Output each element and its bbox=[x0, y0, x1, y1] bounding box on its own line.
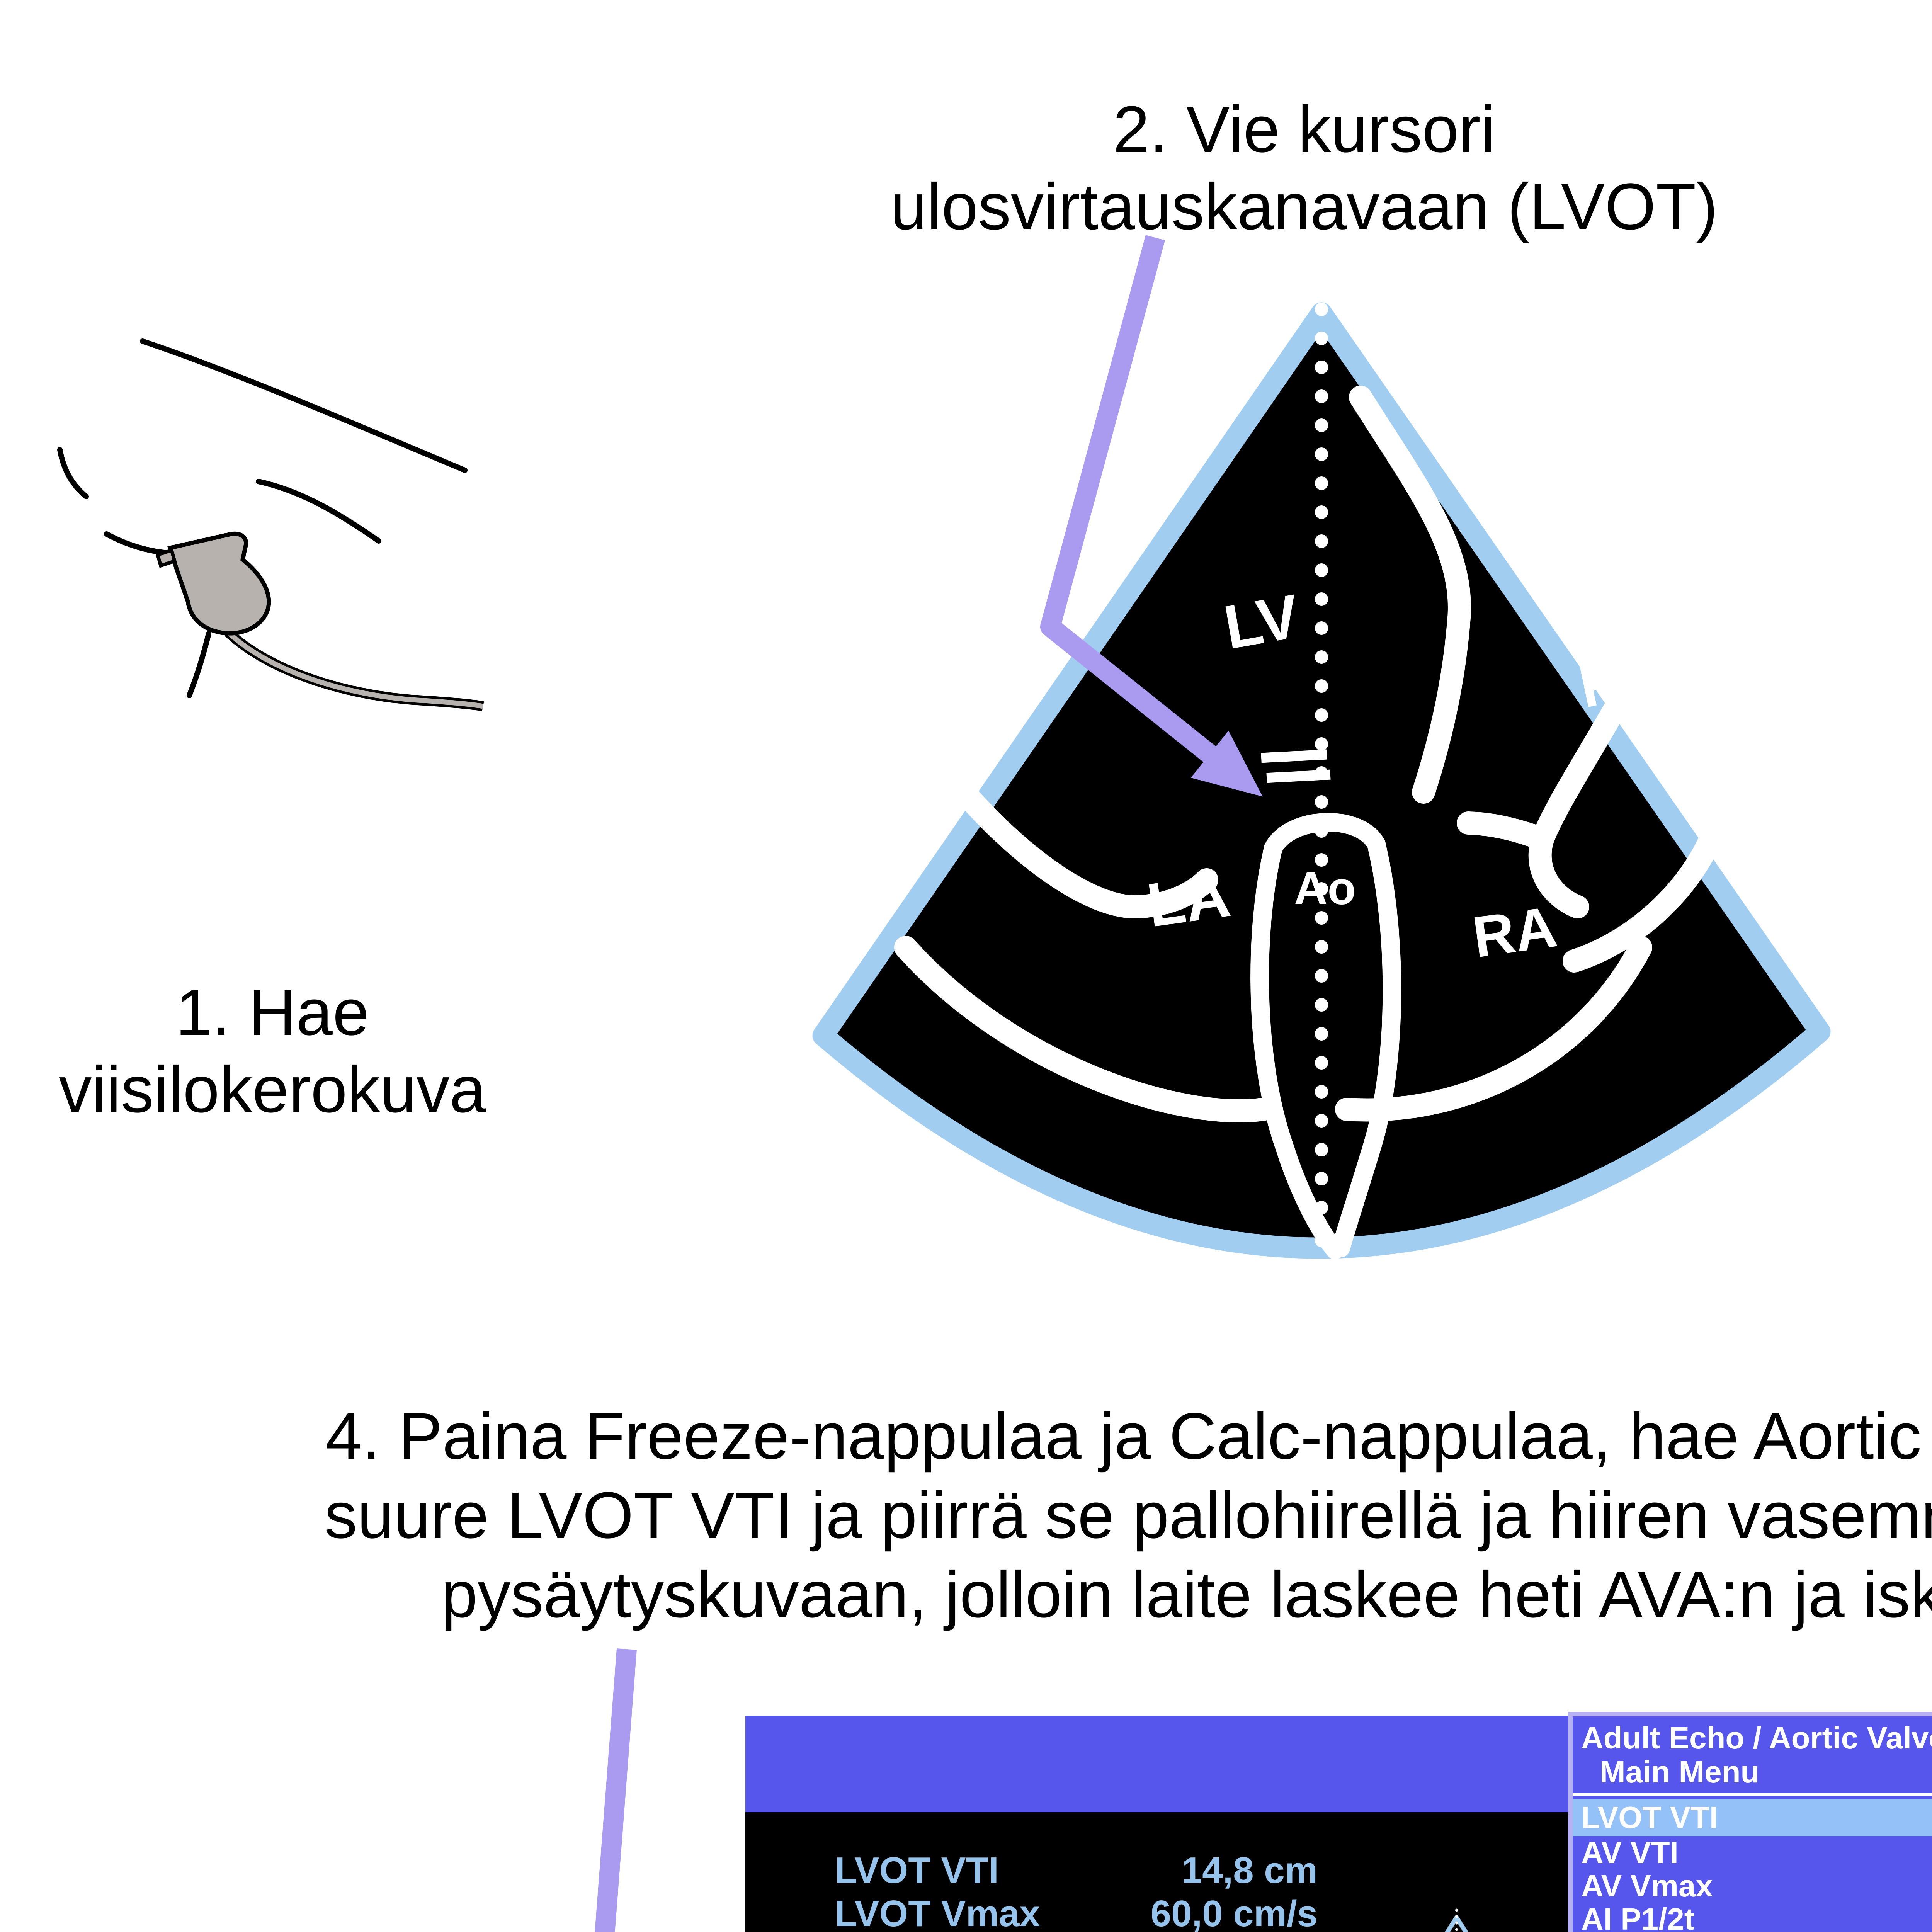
aortic-valve-menu: Adult Echo / Aortic Valve Main Menu LVOT… bbox=[1568, 1712, 1932, 1932]
body-shoulder-line bbox=[140, 338, 468, 473]
probe-cable bbox=[226, 630, 484, 709]
measurement-row: LVOT Vmax 60,0 cm/s bbox=[835, 1892, 1318, 1932]
measurement-row: LVOT VTI 14,8 cm bbox=[835, 1849, 1318, 1892]
menu-item-selected[interactable]: LVOT VTI bbox=[1573, 1799, 1932, 1836]
menu-item[interactable]: AI P1/2t bbox=[1581, 1902, 1695, 1932]
menu-divider bbox=[1573, 1793, 1932, 1796]
probe-on-chest-illustration bbox=[57, 338, 484, 711]
step1-line1: 1. Hae bbox=[175, 976, 369, 1049]
measurement-label: LVOT Vmax bbox=[835, 1893, 1040, 1932]
step1-line2: viisilokerokuva bbox=[59, 1053, 486, 1126]
step4-line3: pysäytyskuvaan, jolloin laite laskee het… bbox=[441, 1558, 1932, 1631]
probe-tip bbox=[155, 548, 177, 568]
five-chamber-sector-thumb-small bbox=[1354, 1909, 1560, 1932]
step2-line1: 2. Vie kursori bbox=[1113, 93, 1495, 166]
step4-line1: 4. Paina Freeze-nappulaa ja Calc-nappula… bbox=[325, 1400, 1932, 1473]
measurement-value: 60,0 cm/s bbox=[1150, 1893, 1318, 1932]
step2-caption: 2. Vie kursori ulosvirtauskanavaan (LVOT… bbox=[831, 91, 1777, 245]
probe-cable-outline bbox=[224, 628, 484, 711]
body-lower-line bbox=[187, 631, 211, 698]
body-arm-line bbox=[256, 479, 381, 544]
five-chamber-sector-large bbox=[811, 274, 1832, 1318]
measurement-label: LVOT VTI bbox=[835, 1850, 999, 1891]
menu-title-line1: Adult Echo / Aortic Valve bbox=[1581, 1721, 1932, 1755]
body-chin-line bbox=[57, 447, 89, 499]
step4-caption: 4. Paina Freeze-nappulaa ja Calc-nappula… bbox=[155, 1397, 1932, 1634]
step4-line2: suure LVOT VTI ja piirrä se pallohiirell… bbox=[324, 1479, 1932, 1552]
menu-title-line2: Main Menu bbox=[1600, 1755, 1760, 1789]
menu-item[interactable]: AV VTI bbox=[1581, 1835, 1679, 1870]
probe-body bbox=[167, 531, 271, 636]
measurement-panel: LVOT VTI 14,8 cm LVOT Vmax 60,0 cm/s LVOT … bbox=[835, 1849, 1318, 1932]
body-chest-line bbox=[104, 531, 171, 556]
menu-item[interactable]: AV Vmax bbox=[1581, 1869, 1713, 1903]
step2-line2: ulosvirtauskanavaan (LVOT) bbox=[890, 170, 1718, 243]
measurement-value: 14,8 cm bbox=[1181, 1850, 1318, 1891]
step1-caption: 1. Hae viisilokerokuva bbox=[12, 974, 533, 1128]
